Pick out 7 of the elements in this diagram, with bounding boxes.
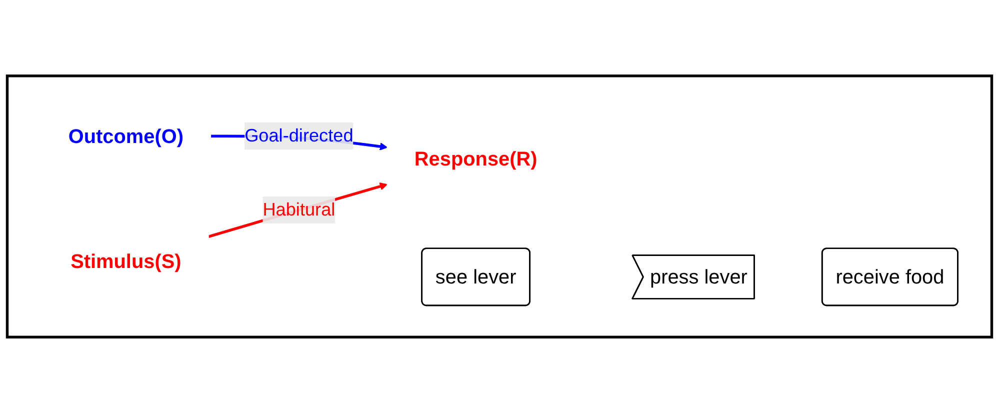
cluster — [6, 74, 994, 338]
node-text: Response(R) — [414, 147, 538, 170]
arrow — [208, 182, 388, 238]
node-text: Outcome(O) — [68, 124, 184, 148]
node-text: Stimulus(S) — [70, 250, 182, 272]
edge-label: Habitural — [262, 200, 336, 220]
edge-label: Goal-directed — [244, 126, 354, 146]
